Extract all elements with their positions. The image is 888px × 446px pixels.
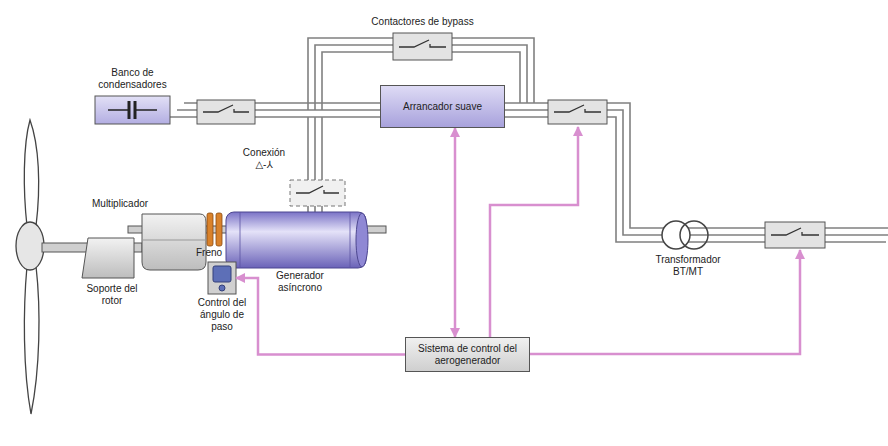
brake-discs: [207, 213, 213, 246]
node-label: Arrancador suave: [403, 101, 482, 113]
node-label: Control del ángulo de paso: [193, 297, 251, 333]
gearbox: [142, 214, 206, 270]
switch-box: [771, 228, 819, 235]
control-signal-arrow: [454, 128, 457, 337]
rotor-blades: [24, 266, 39, 414]
process-box: Arrancador suave: [380, 85, 505, 128]
switch-box: [548, 100, 607, 124]
brake-discs: [207, 213, 222, 246]
node-label: Banco de condensadores: [88, 67, 178, 91]
pitch-control-device: [219, 285, 225, 291]
switch-box: [197, 100, 255, 124]
switch-box: [765, 222, 825, 248]
switch-box: [548, 100, 607, 124]
switch-box: [765, 222, 825, 248]
capacitor-bank: [95, 96, 170, 124]
rotor-support: [82, 238, 134, 278]
brake-discs: [216, 213, 222, 246]
rotor-blades: [24, 120, 38, 226]
transformer-symbol: [680, 221, 708, 249]
rotor-blades: [16, 222, 44, 270]
bypass-switch: [393, 33, 452, 60]
transformer-symbol: [662, 221, 708, 249]
bypass-switch: [393, 33, 452, 60]
generator: [226, 212, 366, 268]
generator: [240, 212, 350, 268]
node-label: Contactores de bypass: [348, 16, 498, 28]
process-box: Sistema de control del aerogenerador: [405, 337, 530, 372]
part-label: Generador asíncrono: [266, 270, 334, 294]
part-label: Soporte del rotor: [80, 283, 144, 307]
rotor-support: [82, 238, 134, 278]
delta-star-switch: [296, 186, 339, 193]
part-label: Conexión △-⅄: [238, 147, 290, 171]
gearbox: [142, 240, 206, 241]
control-signal: [530, 250, 800, 354]
component-box: Control del ángulo de paso: [208, 262, 236, 294]
delta-star-switch: [290, 180, 345, 206]
gearbox: [142, 214, 206, 270]
control-signal: [490, 127, 800, 354]
component-box: Banco de condensadores: [95, 96, 170, 124]
part-label: Freno: [196, 247, 236, 259]
capacitor-bank: [108, 109, 157, 111]
capacitor-bank: [129, 101, 135, 119]
switch-box: [554, 105, 601, 112]
generator: [226, 212, 368, 268]
pitch-control-device: [208, 262, 236, 294]
generator: [356, 213, 368, 267]
switch-box: [197, 100, 255, 124]
power-wires: [170, 38, 888, 242]
transformer-symbol: [662, 221, 690, 249]
delta-star-switch: [290, 180, 345, 206]
bypass-switch: [399, 40, 446, 47]
part-label: Multiplicador: [92, 198, 164, 210]
capacitor-bank: [95, 96, 170, 124]
rotor-blades: [16, 120, 44, 414]
pitch-control-device: [208, 262, 236, 294]
power-wires: [184, 103, 888, 228]
component-box: Contactores de bypass: [393, 33, 452, 60]
node-label: Sistema de control del aerogenerador: [412, 343, 523, 367]
control-signal: [490, 127, 578, 337]
pitch-control-device: [213, 266, 231, 282]
switch-box: [203, 105, 249, 112]
part-label: Transformador BT/MT: [646, 254, 730, 278]
